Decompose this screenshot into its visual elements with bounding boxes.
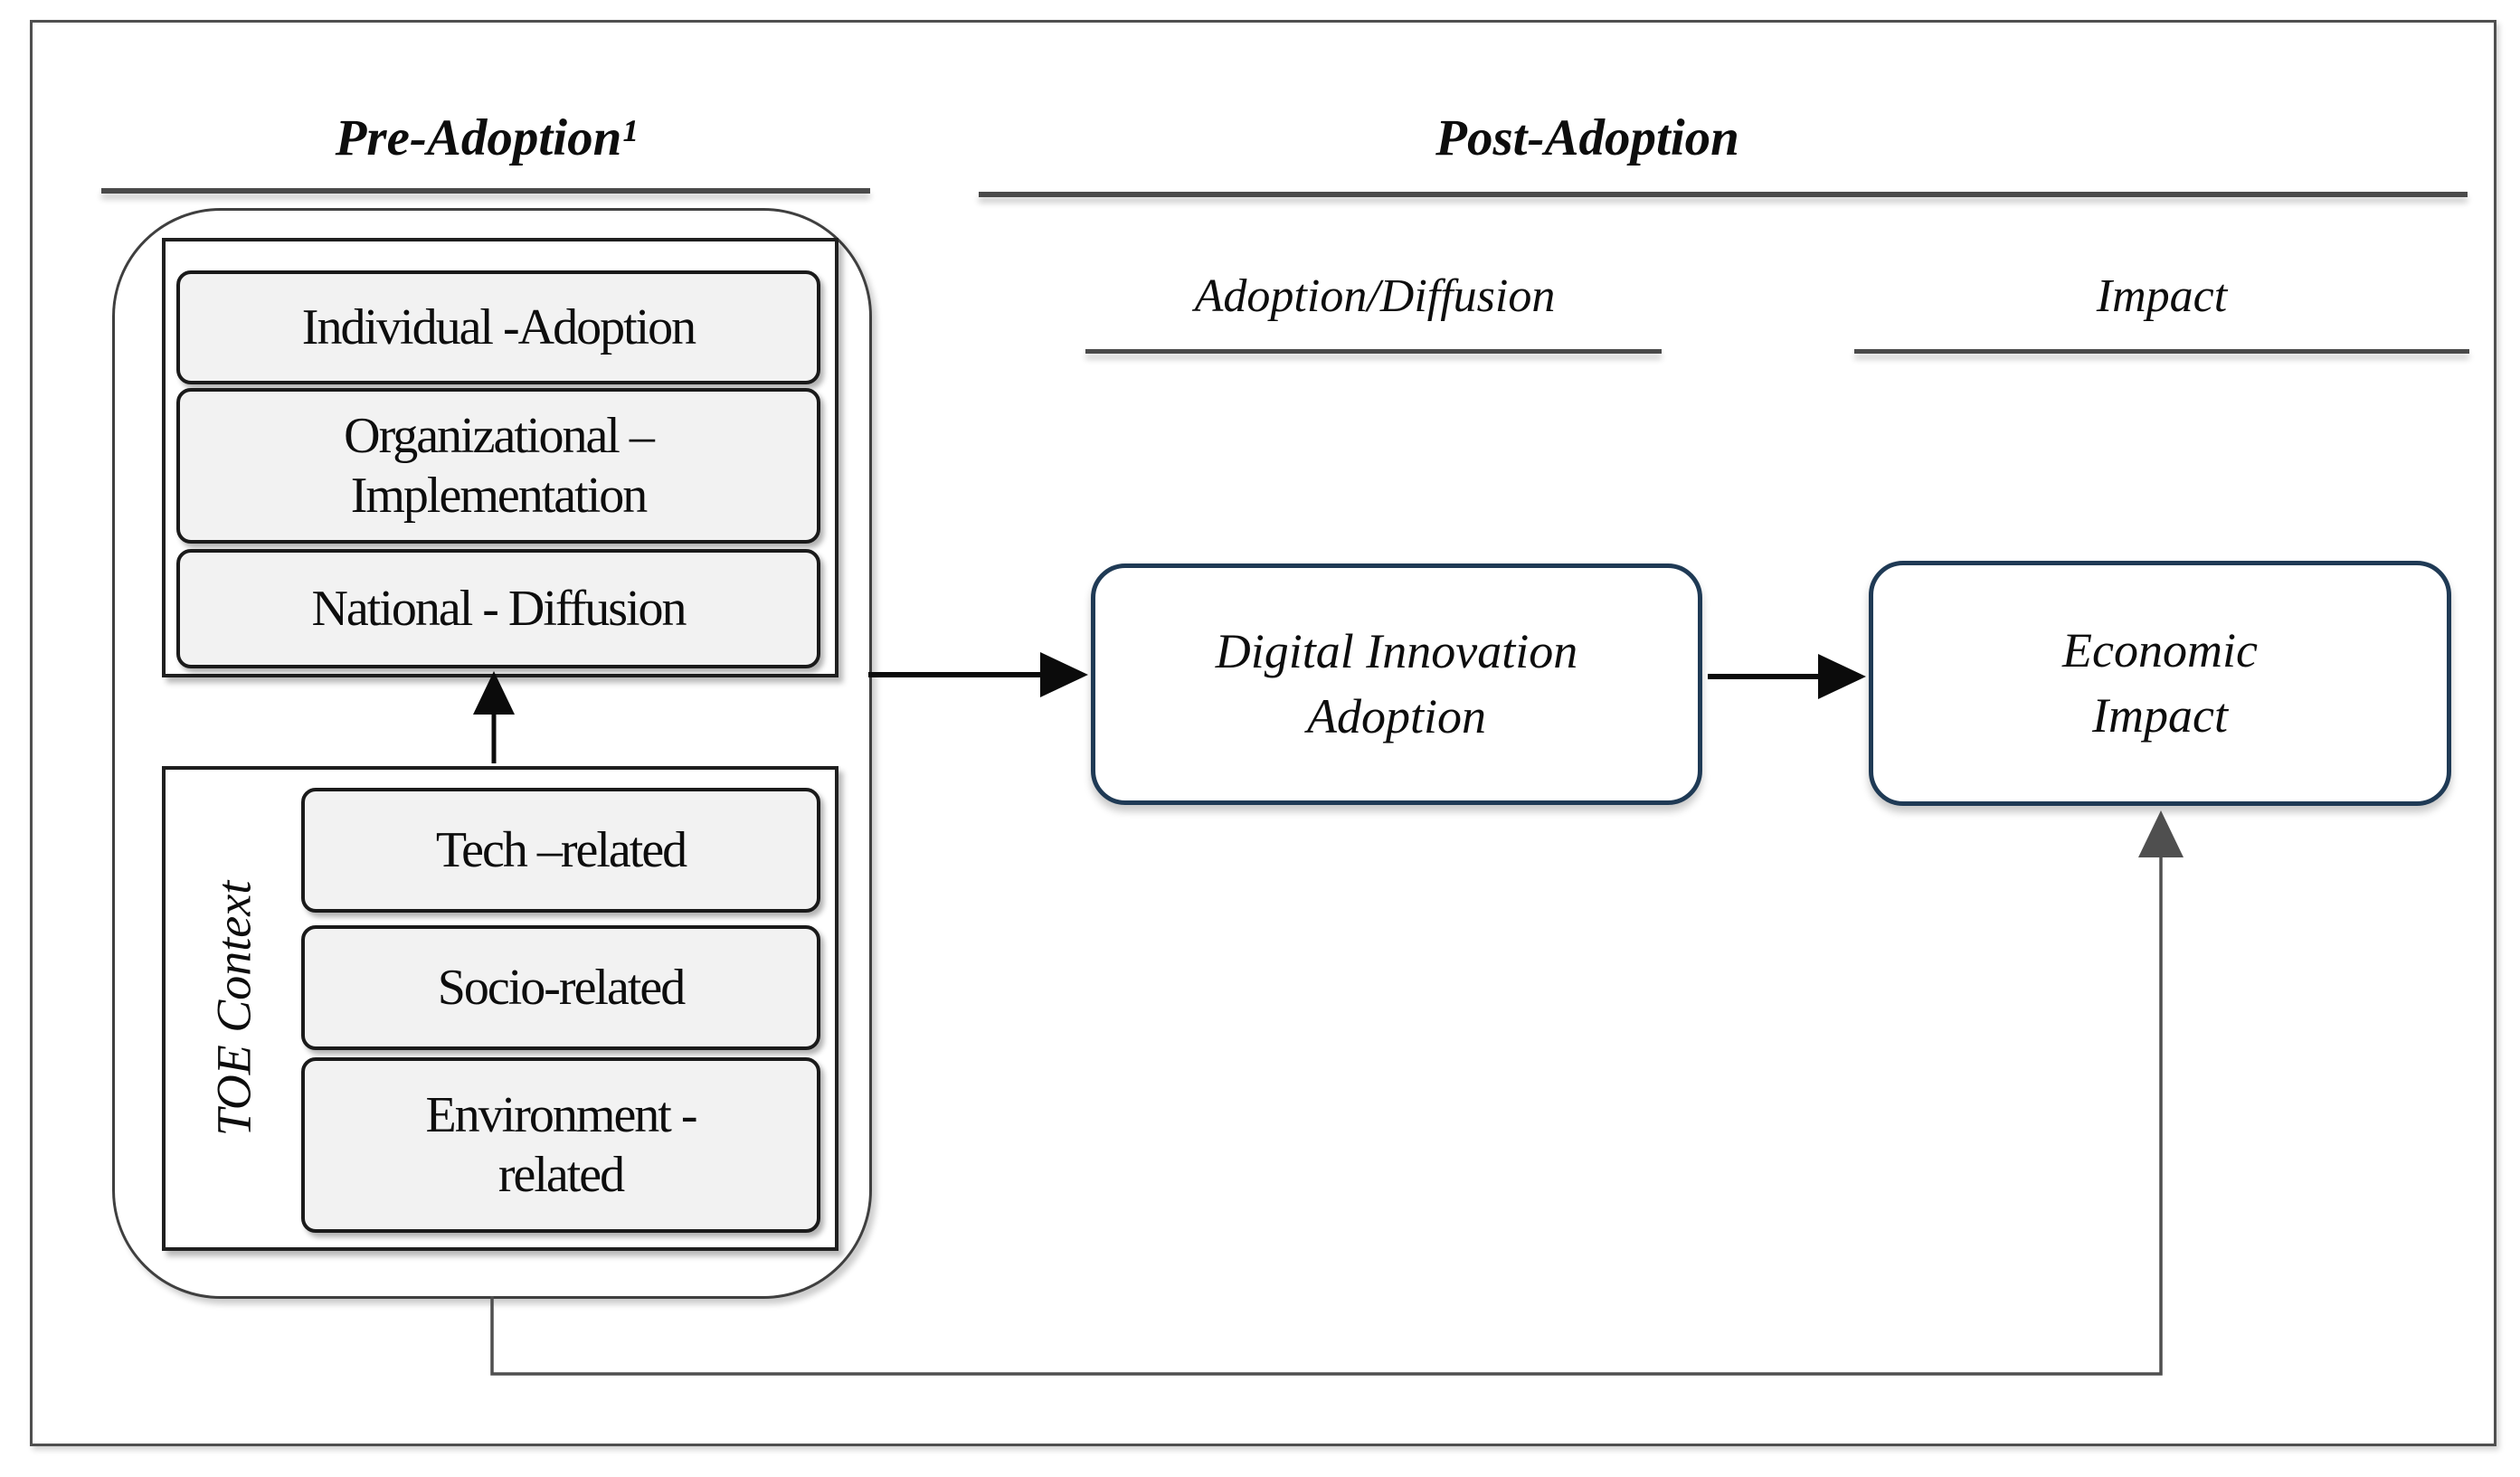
pre-adoption-title: Pre-Adoption¹ xyxy=(335,109,638,166)
adoption-diffusion-underline xyxy=(1085,349,1662,354)
toe-context-label-wrap: TOE Context xyxy=(175,770,292,1247)
adoption-levels-rect: Individual -Adoption Organizational – Im… xyxy=(162,238,838,677)
toe-context-label: TOE Context xyxy=(206,880,261,1137)
post-adoption-title: Post-Adoption xyxy=(1435,109,1739,166)
level-box-organizational: Organizational – Implementation xyxy=(176,388,820,544)
adoption-diffusion-subtitle: Adoption/Diffusion xyxy=(1194,270,1556,322)
toe-box-tech: Tech –related xyxy=(301,788,820,913)
pre-adoption-container: Individual -Adoption Organizational – Im… xyxy=(112,208,872,1299)
impact-subtitle: Impact xyxy=(2096,270,2228,322)
impact-underline xyxy=(1854,349,2469,354)
pre-adoption-underline xyxy=(101,188,870,194)
level-box-individual: Individual -Adoption xyxy=(176,270,820,384)
toe-context-rect: TOE Context Tech –related Socio-related … xyxy=(162,766,838,1251)
toe-box-environment: Environment - related xyxy=(301,1057,820,1233)
post-adoption-underline xyxy=(979,192,2468,197)
economic-impact-box: Economic Impact xyxy=(1869,561,2451,806)
toe-box-socio: Socio-related xyxy=(301,925,820,1050)
digital-innovation-adoption-box: Digital Innovation Adoption xyxy=(1091,563,1702,805)
level-box-national: National - Diffusion xyxy=(176,549,820,668)
